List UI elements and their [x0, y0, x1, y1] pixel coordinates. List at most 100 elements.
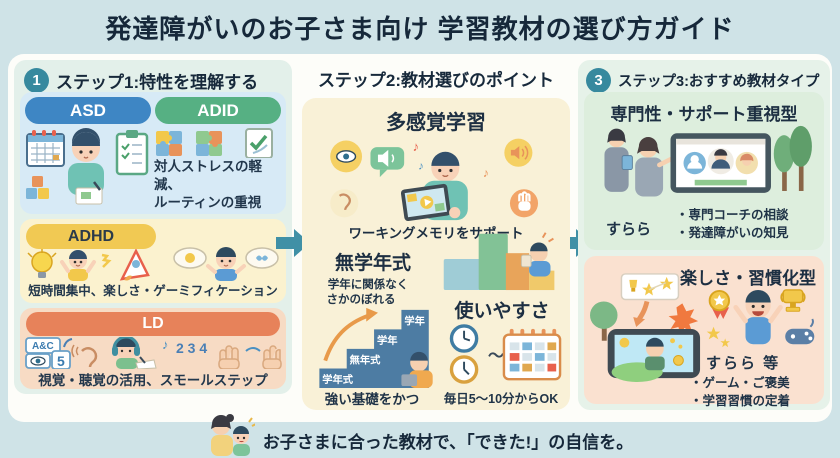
adhd-icons-right	[173, 247, 279, 281]
adhd-tag: ADHD	[26, 224, 156, 249]
fun-type-title: 楽しさ・習慣化型	[680, 269, 816, 288]
adhd-caption: 短時間集中、楽しさ・ゲーミフィケーション	[28, 284, 278, 298]
adid-icons	[156, 128, 273, 158]
reward-popup-icon	[620, 273, 680, 301]
support-type-panel: 専門性・サポート重視型	[584, 92, 824, 250]
kneeling-child-icon	[520, 232, 554, 277]
fun-bullet-1: ・ゲーム・ご褒美	[690, 376, 790, 390]
ungraded-desc-line1: 学年に関係なく	[327, 279, 409, 291]
support-bullet-1: ・専門コーチの相談	[676, 208, 789, 222]
tilde-separator: 〜	[488, 348, 505, 365]
arrow-right-icon	[276, 229, 310, 257]
star-icon	[706, 326, 721, 340]
headphones-child-icon	[112, 337, 157, 369]
hand-bubble-icon	[509, 189, 539, 218]
calendar-icon	[26, 130, 65, 167]
asd-caption-line2: ルーティンの重視	[154, 195, 262, 210]
rocket-icon	[119, 249, 150, 281]
ld-icons: A&C 5	[25, 337, 282, 369]
reading-child-icon	[401, 351, 433, 388]
music-note-icon: ♪	[162, 337, 169, 352]
music-note-icon: ♪	[413, 139, 420, 154]
asd-caption-line1: 対人ストレスの軽減、	[154, 159, 262, 192]
step2-title: ステップ2:教材選びのポイント	[317, 71, 555, 90]
cheering-child-icon	[60, 250, 96, 281]
step2-panel: 多感覚学習 ♪ ♪	[302, 98, 570, 410]
support-brand-label: すらら	[606, 221, 652, 238]
medal-icon	[708, 289, 730, 319]
asd-caption: 対人ストレスの軽減、 ルーティンの重視	[154, 158, 284, 212]
speaker-circle-icon	[504, 138, 533, 167]
page-title: 発達障がいのお子さま向け 学習教材の選び方ガイド	[105, 14, 735, 44]
cheering-rewards-illustration	[706, 289, 815, 348]
eye-bubble-icon	[330, 140, 363, 173]
tablet-child-icon	[400, 151, 468, 221]
thinking-child-icon	[173, 247, 279, 281]
support-bullet-2: ・発達障がいの知見	[676, 226, 789, 240]
adhd-icons-left	[27, 249, 150, 281]
grade-stairs-icon: 学年式 無年式 学年 学年	[319, 307, 433, 388]
checklist-clipboard-icon	[115, 130, 149, 176]
ungraded-title: 無学年式	[334, 253, 411, 274]
step3-number-badge: 3	[586, 68, 611, 93]
multisensory-title: 多感覚学習	[386, 112, 486, 134]
hands-icon	[218, 345, 282, 369]
step3-title: ステップ3:おすすめ教材タイプ	[618, 74, 820, 90]
cheering-boy-icon	[733, 289, 783, 345]
coaching-illustration	[604, 125, 812, 197]
step1-title: ステップ1:特性を理解する	[56, 73, 259, 92]
ungraded-caption: 強い基礎をかつ	[324, 392, 420, 407]
down-arrow-icon	[637, 300, 650, 321]
step1-number-badge: 1	[24, 68, 49, 93]
eye-box-icon: 5	[25, 350, 71, 369]
ear-bubble-icon	[330, 189, 359, 218]
adhd-panel: ADHD	[20, 219, 286, 303]
parent-child-icon	[210, 414, 255, 456]
fun-bullet-2: ・学習習慣の定着	[690, 394, 791, 408]
video-call-tablet-icon	[670, 133, 771, 193]
game-controller-icon	[785, 318, 815, 345]
trees-icon	[773, 125, 812, 191]
svg-text:無年式: 無年式	[350, 354, 382, 367]
puzzle-pieces-icon	[156, 131, 222, 156]
numbers-icon: 2 3 4	[176, 340, 207, 356]
asd-panel: ASD ADID	[20, 92, 286, 214]
game-tablet-icon	[607, 328, 701, 382]
step1-header: 1 ステップ1:特性を理解する	[24, 68, 258, 93]
calendar-grid-icon	[502, 328, 562, 381]
blocks-icon	[26, 176, 49, 199]
spark-icon	[101, 253, 112, 268]
footer-text: お子さまに合った教材で、「できた!」の自信を。	[262, 432, 634, 452]
lightbulb-icon	[27, 249, 57, 278]
step3-header: 3 ステップ3:おすすめ教材タイプ	[586, 68, 819, 93]
game-reward-illustration	[590, 273, 701, 382]
ld-caption: 視覚・聴覚の活用、スモールステップ	[38, 373, 268, 388]
fun-brand-label: すらら 等	[706, 355, 781, 372]
svg-text:学年: 学年	[377, 334, 398, 347]
ear-icon	[71, 344, 98, 368]
coach-women-icon	[604, 128, 673, 197]
usability-caption: 毎日5〜10分からOK	[443, 392, 559, 406]
adid-tag: ADID	[155, 97, 281, 124]
asd-tag: ASD	[25, 97, 151, 124]
child-writing-icon	[68, 128, 104, 205]
usability-title: 使いやすさ	[454, 301, 550, 322]
tree-icon	[590, 301, 618, 341]
ungraded-desc-line2: さかのぼれる	[326, 294, 396, 306]
letters-box-icon: A&C	[25, 337, 73, 354]
clock-icons	[449, 324, 479, 384]
asd-icons	[26, 128, 149, 205]
building-steps-icon	[443, 232, 555, 291]
svg-text:5: 5	[57, 353, 65, 369]
music-note-icon: ♪	[483, 166, 489, 180]
burst-icon	[668, 303, 699, 336]
multisensory-illustration: ♪ ♪ ♪	[330, 138, 539, 221]
ld-tag: LD	[26, 312, 280, 336]
svg-text:学年式: 学年式	[322, 373, 354, 386]
support-type-title: 専門性・サポート重視型	[610, 105, 798, 124]
check-document-icon	[245, 128, 273, 158]
ld-panel: LD A&C 5	[20, 308, 286, 389]
star-icon	[720, 338, 730, 348]
fun-type-panel: 楽しさ・習慣化型	[584, 256, 824, 408]
